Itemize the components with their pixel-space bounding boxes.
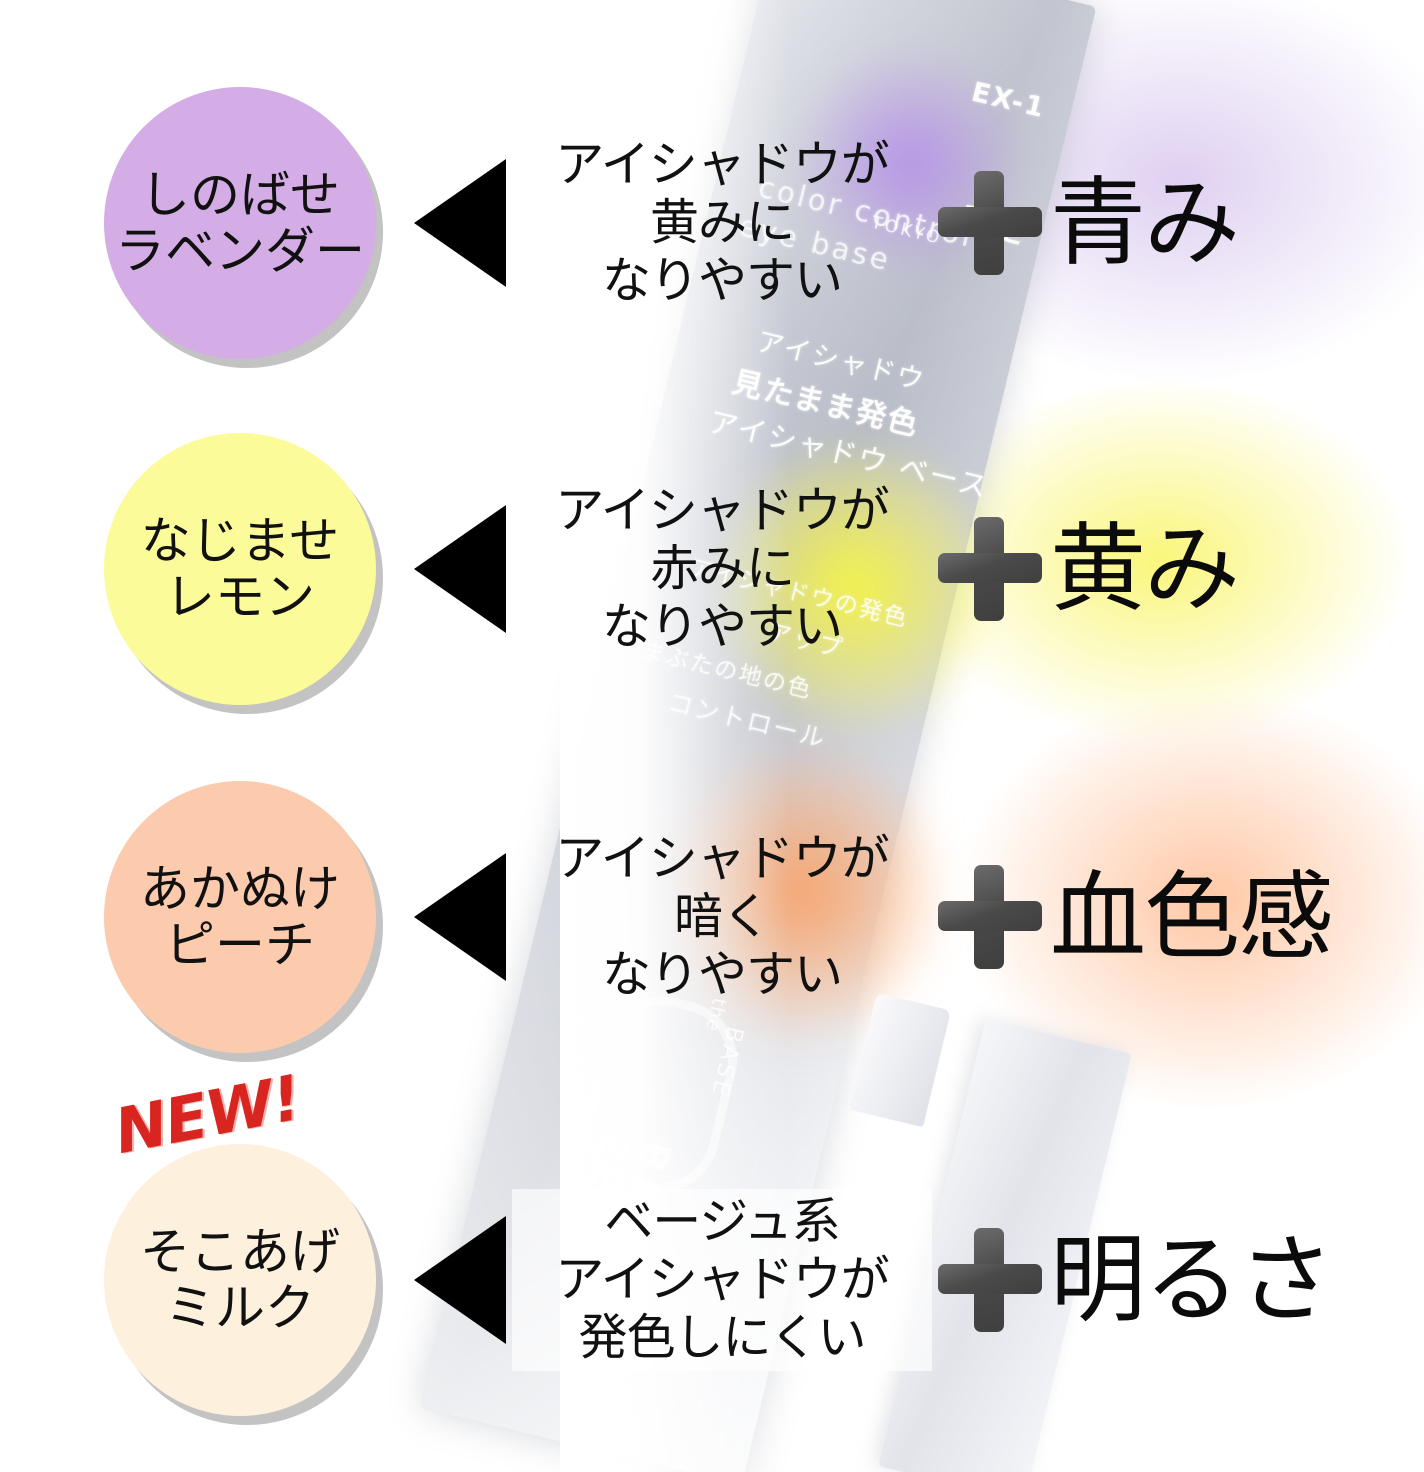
shade-badge-milk[interactable]: そこあげ ミルク <box>104 1144 376 1416</box>
description-line: なりやすい <box>601 597 843 655</box>
effect-label: 明るさ <box>1050 1224 1334 1336</box>
description-line: アイシャドウが <box>555 1251 890 1309</box>
plus-icon <box>936 1226 1044 1334</box>
description-line: アイシャドウが <box>555 482 890 540</box>
effect-label: 黄み <box>1050 513 1240 625</box>
effect-group: 明るさ <box>936 1224 1334 1336</box>
effect-group: 血色感 <box>936 861 1334 973</box>
badge-wrapper: あかぬけ ピーチ <box>104 781 404 1053</box>
description-line: 赤みに <box>649 540 795 598</box>
badge-label-line-1: しのばせ <box>140 165 340 224</box>
concern-description: アイシャドウが 赤みに なりやすい <box>512 482 932 655</box>
concern-description: ベージュ系 アイシャドウが 発色しにくい <box>512 1189 932 1371</box>
badge-wrapper: しのばせ ラベンダー <box>104 87 404 359</box>
badge-wrapper: NEW! そこあげ ミルク <box>104 1061 404 1416</box>
description-line: アイシャドウが <box>555 136 890 194</box>
plus-icon <box>936 863 1044 971</box>
badge-label-line-1: そこあげ <box>140 1222 340 1281</box>
left-pointing-triangle-icon <box>414 505 506 633</box>
left-pointing-triangle-icon <box>414 853 506 981</box>
description-line: 黄みに <box>649 194 795 252</box>
description-line: なりやすい <box>601 251 843 309</box>
shade-badge-lavender[interactable]: しのばせ ラベンダー <box>104 87 376 359</box>
left-pointing-triangle-icon <box>414 1216 506 1344</box>
effect-label: 血色感 <box>1050 861 1334 973</box>
plus-icon <box>936 515 1044 623</box>
effect-group: 黄み <box>936 513 1240 625</box>
shade-row: なじませ レモン アイシャドウが 赤みに なりやすい 黄み <box>0 424 1424 714</box>
description-line: アイシャドウが <box>555 830 890 888</box>
shade-badge-peach[interactable]: あかぬけ ピーチ <box>104 781 376 1053</box>
badge-label-line-1: あかぬけ <box>140 859 340 918</box>
plus-icon <box>936 169 1044 277</box>
description-line: ベージュ系 <box>604 1193 841 1251</box>
badge-label-line-1: なじませ <box>140 511 340 570</box>
shade-badge-lemon[interactable]: なじませ レモン <box>104 433 376 705</box>
badge-label-line-2: レモン <box>165 568 315 626</box>
badge-label-line-2: ラベンダー <box>115 222 365 280</box>
shade-row: あかぬけ ピーチ アイシャドウが 暗く なりやすい 血色感 <box>0 772 1424 1062</box>
shade-row: しのばせ ラベンダー アイシャドウが 黄みに なりやすい 青み <box>0 78 1424 368</box>
description-line: 発色しにくい <box>578 1308 866 1366</box>
concern-description: アイシャドウが 暗く なりやすい <box>512 830 932 1003</box>
effect-label: 青み <box>1050 167 1240 279</box>
badge-label-line-2: ピーチ <box>165 916 315 974</box>
left-pointing-triangle-icon <box>414 159 506 287</box>
concern-description: アイシャドウが 黄みに なりやすい <box>512 136 932 309</box>
description-line: 暗く <box>673 888 771 946</box>
effect-group: 青み <box>936 167 1240 279</box>
shade-row: NEW! そこあげ ミルク ベージュ系 アイシャドウが 発色しにくい 明るさ <box>0 1061 1424 1430</box>
description-line: なりやすい <box>601 945 843 1003</box>
badge-label-line-2: ミルク <box>165 1279 315 1337</box>
badge-wrapper: なじませ レモン <box>104 433 404 705</box>
